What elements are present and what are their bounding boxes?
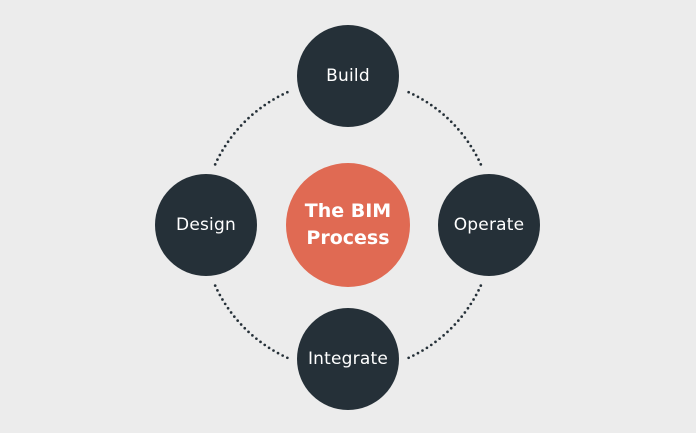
- connector-dot: [239, 323, 243, 326]
- center-title-line2: Process: [306, 227, 390, 249]
- connector-dot: [232, 315, 236, 318]
- connector-dot: [477, 289, 480, 292]
- connector-dot: [226, 306, 230, 310]
- connector-dot: [421, 349, 424, 352]
- connector-dot: [449, 120, 453, 124]
- connector-dot: [466, 306, 470, 310]
- connector-dot: [453, 323, 457, 326]
- connector-dot: [243, 326, 247, 330]
- connector-dot: [223, 144, 227, 148]
- connector-dot: [286, 356, 289, 360]
- connector-dot: [407, 356, 410, 360]
- connector-dot: [267, 100, 271, 104]
- connector-dot: [286, 90, 289, 94]
- connector-dot: [434, 106, 437, 110]
- connector-dot: [232, 132, 236, 135]
- stage-node-design[interactable]: Design: [155, 174, 257, 276]
- connector-dot: [236, 319, 240, 322]
- connector-dot: [272, 349, 275, 352]
- stage-node-operate[interactable]: Operate: [438, 174, 540, 276]
- connector-dot: [247, 116, 250, 120]
- connector-dot: [216, 158, 219, 161]
- connector-dot: [453, 124, 457, 127]
- connector-dot: [442, 333, 445, 337]
- connector-dot: [216, 289, 219, 292]
- stage-label-build: Build: [326, 66, 370, 86]
- connector-dot: [229, 311, 233, 314]
- connector-dot: [412, 93, 415, 96]
- connector-dot: [429, 103, 433, 107]
- connector-dot: [460, 315, 464, 318]
- connector-dot: [221, 298, 224, 301]
- connector-dot: [221, 149, 224, 152]
- connector-dot: [446, 116, 449, 120]
- connector-dot: [472, 149, 475, 152]
- connector-dot: [416, 351, 420, 355]
- connector-dot: [218, 153, 222, 157]
- connector-dot: [255, 109, 258, 113]
- connector-dot: [438, 109, 441, 113]
- connector-dot: [255, 337, 258, 341]
- connector-dot: [251, 113, 254, 117]
- connector-dot: [438, 337, 441, 341]
- connector-dot: [263, 103, 267, 107]
- connector-dot: [446, 330, 449, 334]
- connector-dot: [276, 95, 280, 99]
- connector-dot: [425, 100, 429, 104]
- connector-dot: [479, 284, 483, 287]
- connector-dot: [434, 340, 437, 344]
- connector-dot: [472, 298, 475, 301]
- connector-dot: [479, 163, 483, 166]
- connector-dot: [407, 90, 410, 94]
- connector-dot: [272, 98, 275, 101]
- connector-dot: [239, 124, 243, 127]
- connector-dot: [236, 128, 240, 131]
- connector-dot: [477, 158, 480, 161]
- connector-dot: [429, 343, 433, 347]
- connector-dot: [474, 293, 478, 297]
- connector-dot: [425, 346, 429, 350]
- connector-dots: [213, 90, 483, 360]
- connector-dot: [449, 326, 453, 330]
- connector-dot: [267, 346, 271, 350]
- center-node[interactable]: The BIM Process: [286, 163, 410, 287]
- connector-dot: [460, 132, 464, 135]
- connector-dot: [281, 354, 284, 357]
- connector-dot: [463, 311, 467, 314]
- connector-dot: [421, 98, 424, 101]
- connector-dot: [247, 330, 250, 334]
- connector-dot: [416, 95, 420, 99]
- connector-dot: [456, 128, 460, 131]
- connector-dot: [213, 284, 217, 287]
- connector-dot: [251, 333, 254, 337]
- connector-dot: [474, 153, 478, 157]
- stage-node-integrate[interactable]: Integrate: [297, 308, 399, 410]
- stage-label-integrate: Integrate: [307, 349, 389, 369]
- connector-dot: [456, 319, 460, 322]
- center-title-line1: The BIM: [304, 200, 392, 222]
- connector-dot: [469, 302, 473, 306]
- stage-label-operate: Operate: [453, 215, 525, 235]
- connector-dot: [213, 163, 217, 166]
- connector-dot: [226, 140, 230, 144]
- connector-dot: [469, 144, 473, 148]
- connector-dot: [229, 136, 233, 139]
- connector-dot: [276, 351, 280, 355]
- connector-dot: [218, 293, 222, 297]
- connector-dot: [243, 120, 247, 124]
- connector-dot: [259, 106, 262, 110]
- connector-dot: [463, 136, 467, 139]
- stage-node-build[interactable]: Build: [297, 25, 399, 127]
- connector-dot: [412, 354, 415, 357]
- connector-dot: [223, 302, 227, 306]
- connector-dot: [281, 93, 284, 96]
- connector-dot: [259, 340, 262, 344]
- connector-dot: [466, 140, 470, 144]
- connector-dot: [263, 343, 267, 347]
- connector-dot: [442, 113, 445, 117]
- stage-label-design: Design: [176, 215, 236, 235]
